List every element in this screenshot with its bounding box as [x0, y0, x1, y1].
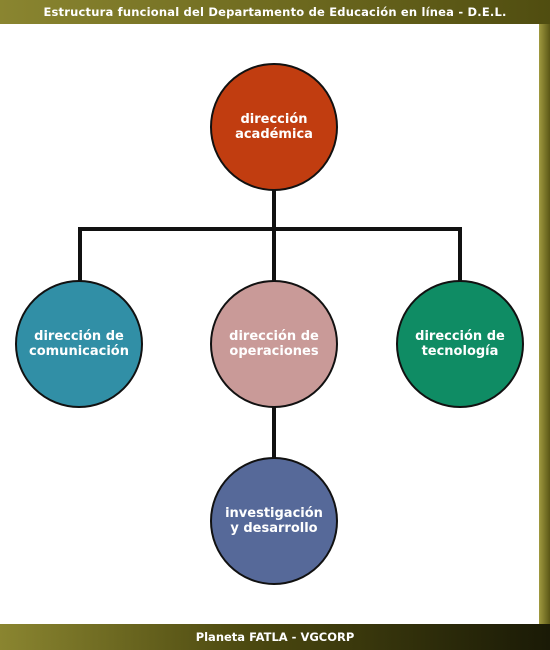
- org-chart-canvas: dirección académica dirección de comunic…: [0, 24, 539, 624]
- connector-lines: [78, 189, 462, 459]
- node-direccion-operaciones: dirección de operaciones: [210, 280, 338, 408]
- node-direccion-comunicacion: dirección de comunicación: [15, 280, 143, 408]
- right-border-strip: [539, 24, 550, 624]
- node-direccion-tecnologia: dirección de tecnología: [396, 280, 524, 408]
- footer-credit: Planeta FATLA - VGCORP: [0, 624, 550, 650]
- header-title: Estructura funcional del Departamento de…: [0, 0, 550, 24]
- node-direccion-academica: dirección académica: [210, 63, 338, 191]
- node-investigacion-desarrollo: investigación y desarrollo: [210, 457, 338, 585]
